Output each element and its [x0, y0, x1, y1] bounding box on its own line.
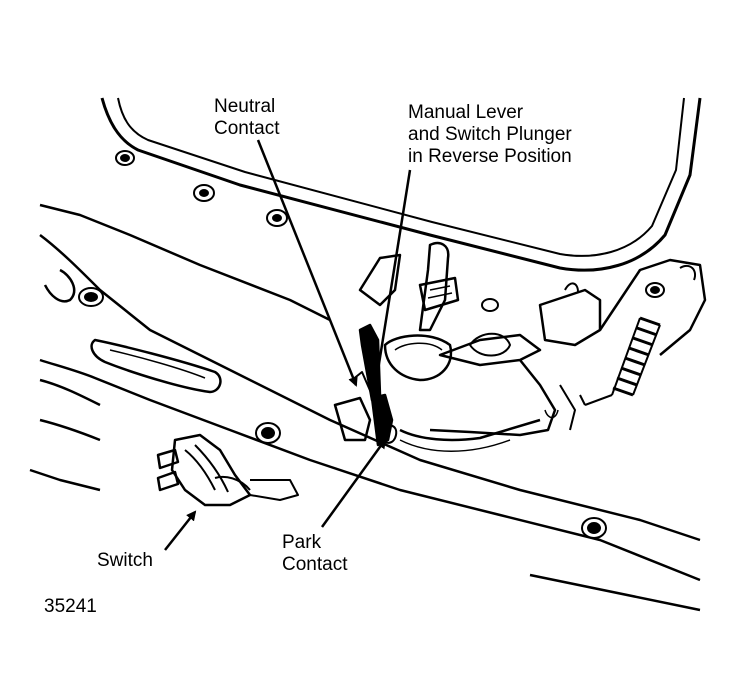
- spring: [579, 316, 661, 406]
- neutral-park-switch: [156, 433, 299, 507]
- transmission-case: [29, 203, 701, 612]
- switch-arrow: [164, 510, 197, 551]
- manual-lever-arrow: [370, 169, 412, 397]
- pan-bolts: [115, 150, 288, 227]
- case-bolts: [78, 282, 665, 539]
- park-contact-label: Park Contact: [282, 532, 348, 575]
- manual-lever-assembly: [358, 241, 707, 452]
- neutral-contact-arrow: [256, 139, 358, 387]
- neutral-contact-label: Neutral Contact: [214, 96, 280, 139]
- manual-lever-label: Manual Lever and Switch Plunger in Rever…: [408, 102, 572, 167]
- oil-pan: [100, 97, 702, 272]
- leader-arrows: [164, 139, 412, 551]
- figure-number: 35241: [44, 596, 97, 617]
- park-contact-arrow: [320, 438, 387, 528]
- switch-label: Switch: [97, 550, 153, 571]
